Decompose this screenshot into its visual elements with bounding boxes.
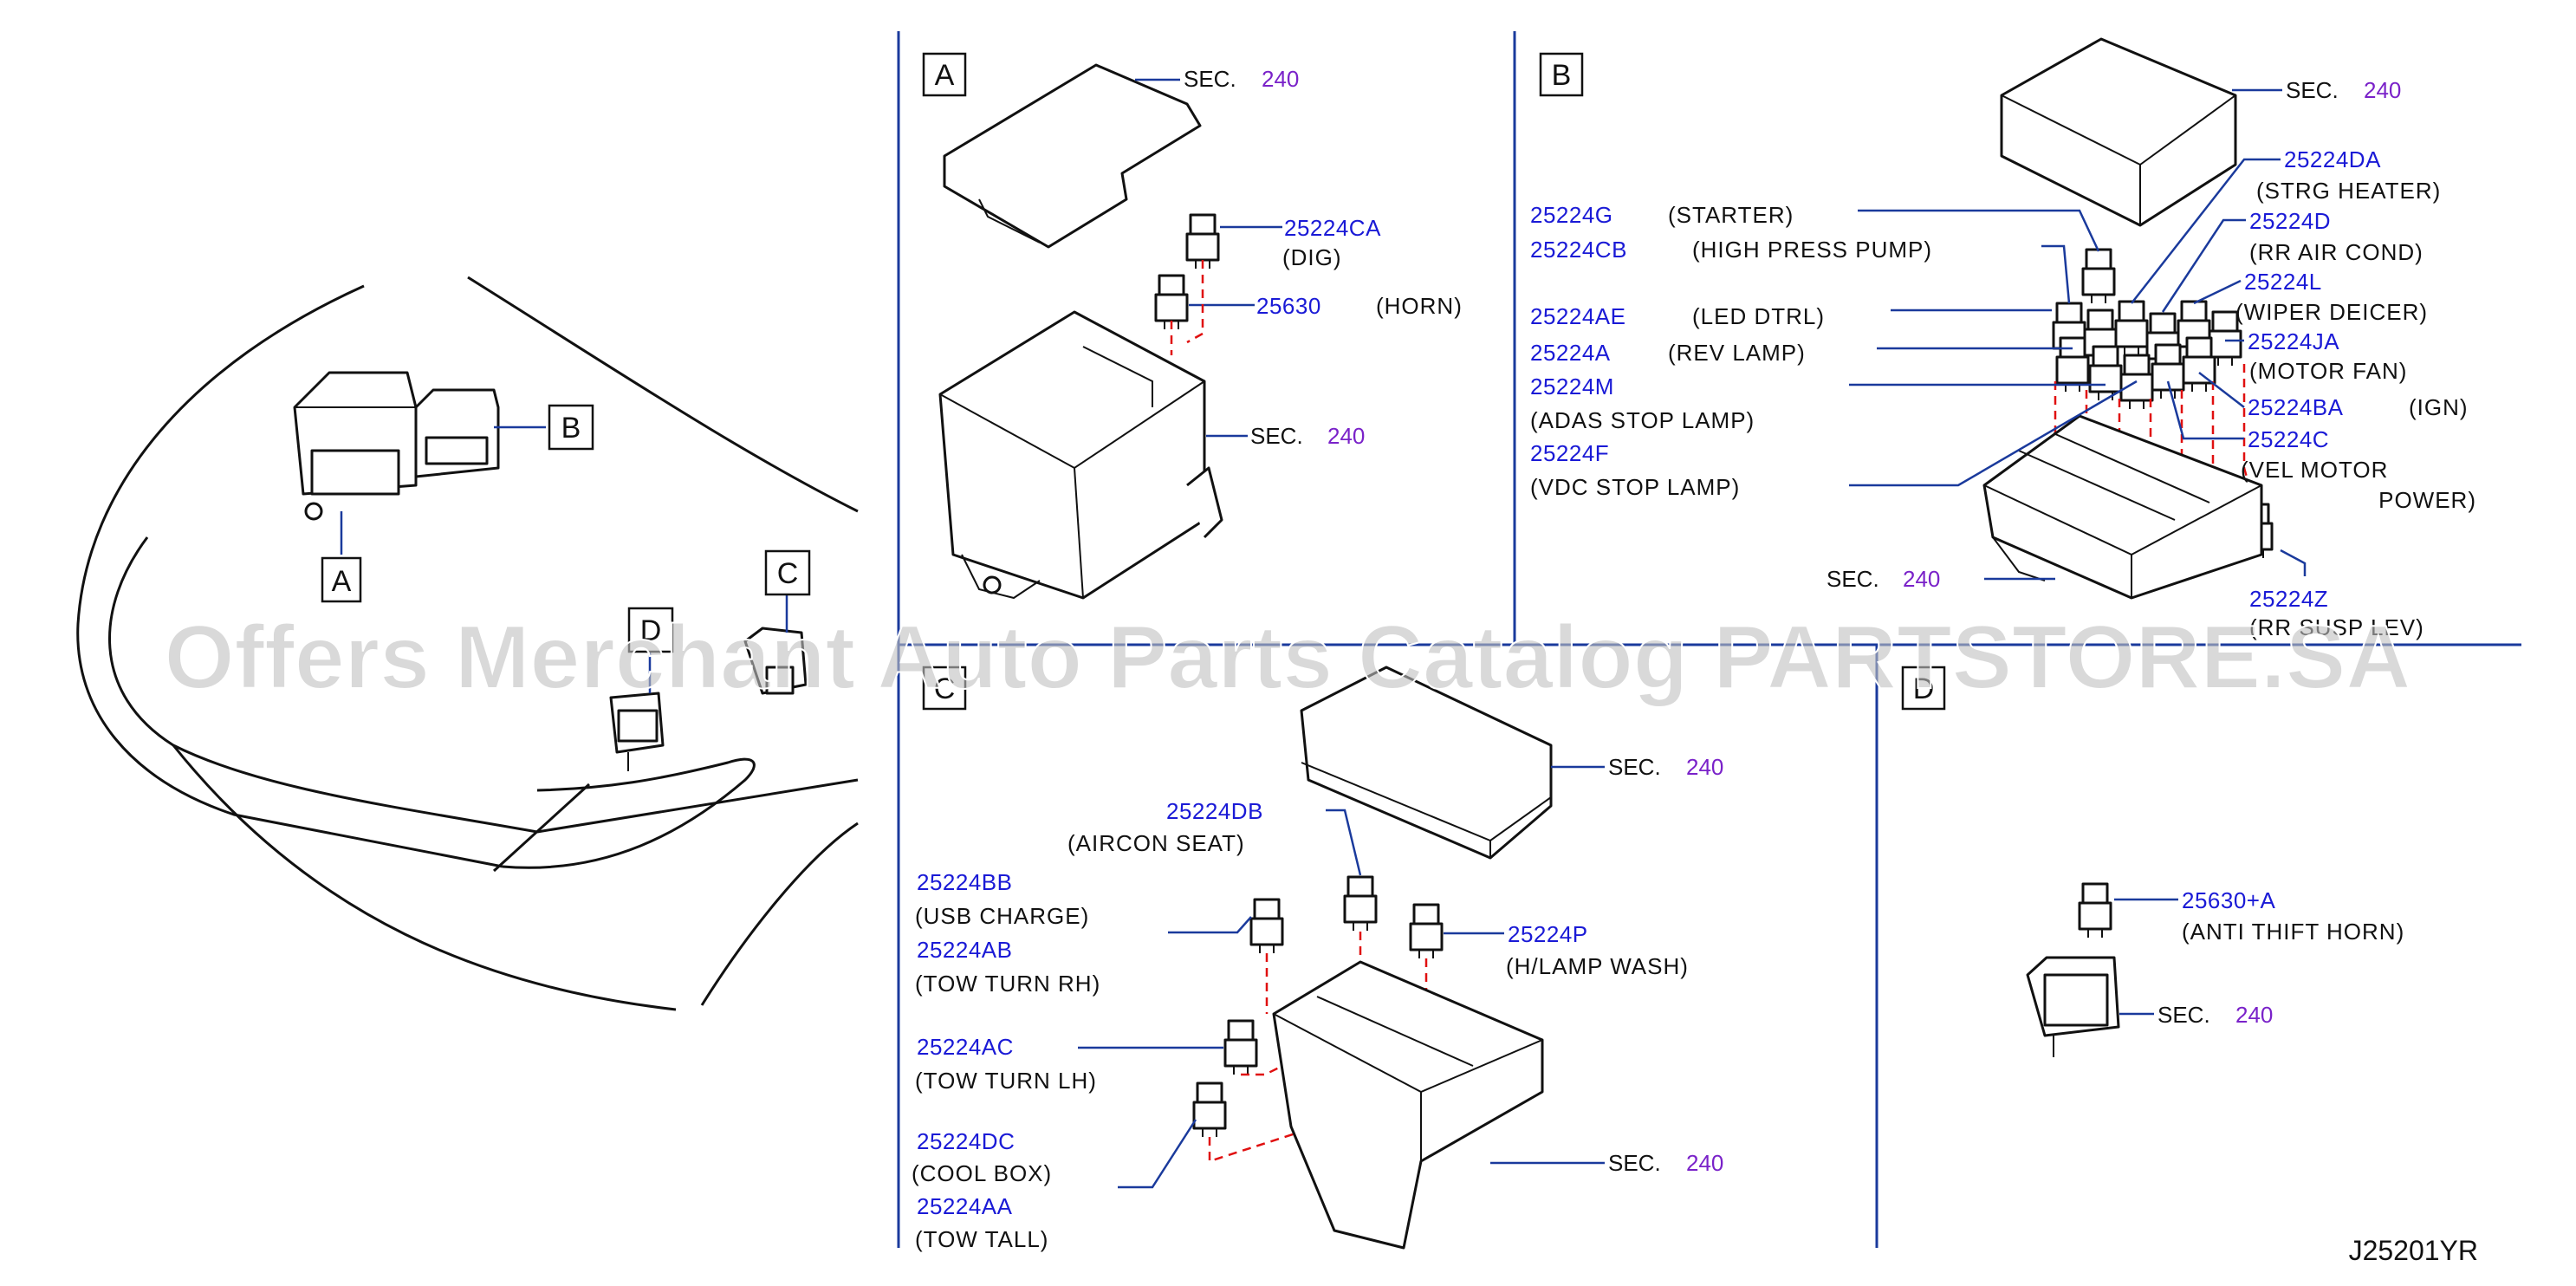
- part-desc-25224c-line2: POWER): [2378, 487, 2476, 513]
- part-desc-25224c: (VEL MOTOR: [2241, 457, 2388, 483]
- vehicle-overview: A B C D: [76, 276, 859, 1011]
- part-number-25224db: 25224DB: [1166, 798, 1263, 824]
- panel-a-fuse-box-base: [938, 310, 1223, 600]
- panel-d-relay-bracket: [2026, 956, 2120, 1057]
- part-desc-25224da: (STRG HEATER): [2256, 178, 2441, 204]
- part-number-25224c: 25224C: [2248, 426, 2329, 452]
- panel-b-cover: [2000, 37, 2237, 227]
- part-number-25224ab: 25224AB: [917, 937, 1012, 963]
- panel-a-base-sec: SEC.: [1250, 423, 1303, 449]
- overview-callout-d: D: [627, 607, 674, 653]
- part-desc-25224cb: (HIGH PRESS PUMP): [1692, 237, 1932, 263]
- part-number-25224bb: 25224BB: [917, 869, 1012, 895]
- part-number-25224p: 25224P: [1508, 921, 1588, 947]
- part-number-25224ae: 25224AE: [1530, 303, 1625, 329]
- part-number-25224ca: 25224CA: [1284, 215, 1381, 241]
- part-number-25224z: 25224Z: [2249, 586, 2328, 612]
- overview-fuse-box-c: [743, 627, 808, 695]
- part-number-25224m: 25224M: [1530, 373, 1614, 399]
- panel-a-cover-sec-number: 240: [1262, 66, 1299, 92]
- overview-callout-b: B: [548, 404, 594, 451]
- panel-c-fuse-box-base: [1272, 960, 1544, 1250]
- panel-dividers: [897, 31, 2521, 1248]
- panel-b: B SEC. 240: [1530, 37, 2476, 640]
- part-desc-25224bb: (USB CHARGE): [915, 903, 1089, 929]
- part-desc-25630-a: (ANTI THIFT HORN): [2182, 919, 2404, 945]
- part-number-25224aa: 25224AA: [917, 1193, 1013, 1219]
- panel-b-fuse-box-base: [1982, 414, 2263, 600]
- part-desc-25224aa: (TOW TALL): [915, 1226, 1048, 1252]
- part-number-25224cb: 25224CB: [1530, 237, 1627, 263]
- overview-callout-a: A: [321, 556, 362, 603]
- diagram-code: J25201YR: [2349, 1235, 2478, 1266]
- part-number-25224dc: 25224DC: [917, 1128, 1015, 1154]
- part-number-25224f: 25224F: [1530, 440, 1609, 466]
- svg-text:B: B: [561, 412, 581, 445]
- panel-a-cover: [943, 63, 1202, 249]
- panel-a-cover-sec: SEC.: [1184, 66, 1236, 92]
- part-desc-25224ca: (DIG): [1282, 244, 1342, 270]
- panel-c-letter: C: [934, 672, 956, 705]
- watermark-text: Offers Merchant Auto Parts Catalog PARTS…: [165, 607, 2411, 708]
- panel-c-base-sec-number: 240: [1686, 1150, 1723, 1176]
- panel-c: C SEC. 240 SEC. 2: [912, 666, 1723, 1252]
- panel-c-cover-sec: SEC.: [1608, 754, 1661, 780]
- part-number-25224da: 25224DA: [2284, 146, 2381, 172]
- part-desc-25224d: (RR AIR COND): [2249, 239, 2424, 265]
- part-desc-25224ja: (MOTOR FAN): [2249, 358, 2407, 384]
- panel-b-base-sec-number: 240: [1903, 566, 1940, 592]
- panel-a: A SEC. 240 25224CA (DIG) 25630 (HORN): [922, 52, 1463, 600]
- part-desc-25224g: (STARTER): [1668, 202, 1794, 228]
- part-desc-25224a: (REV LAMP): [1668, 340, 1806, 366]
- part-desc-25224l: (WIPER DEICER): [2235, 299, 2428, 325]
- part-number-25224a: 25224A: [1530, 340, 1611, 366]
- part-desc-25224z: (RR SUSP LEV): [2249, 614, 2424, 640]
- relay-25630-a: [2078, 882, 2112, 939]
- part-number-25224ja: 25224JA: [2248, 328, 2339, 354]
- part-desc-25224ae: (LED DTRL): [1692, 303, 1825, 329]
- overview-fuse-box-d: [609, 692, 665, 771]
- overview-fuse-box-a: [293, 371, 418, 521]
- part-desc-25224f: (VDC STOP LAMP): [1530, 474, 1740, 500]
- panel-a-base-sec-number: 240: [1327, 423, 1365, 449]
- overview-fuse-box-b: [414, 388, 500, 478]
- panel-c-cover-sec-number: 240: [1686, 754, 1723, 780]
- svg-text:C: C: [777, 557, 799, 590]
- panel-b-cover-sec-number: 240: [2364, 77, 2401, 103]
- part-number-25630: 25630: [1256, 293, 1321, 319]
- panel-b-cover-sec: SEC.: [2286, 77, 2339, 103]
- part-number-25224l: 25224L: [2244, 269, 2322, 295]
- part-desc-25224ac: (TOW TURN LH): [915, 1068, 1097, 1094]
- panel-d: D 25630+A (ANTI THIFT HORN) SEC. 240: [1901, 666, 2404, 1057]
- panel-b-letter: B: [1552, 59, 1572, 92]
- part-number-25630-a: 25630+A: [2182, 887, 2275, 913]
- part-desc-25224dc: (COOL BOX): [912, 1160, 1052, 1186]
- part-desc-25224ba: (IGN): [2409, 394, 2469, 420]
- part-desc-25224p: (H/LAMP WASH): [1506, 953, 1689, 979]
- panel-c-cover: [1300, 666, 1553, 860]
- panel-d-sec: SEC.: [2157, 1002, 2210, 1028]
- part-desc-25630: (HORN): [1376, 293, 1463, 319]
- part-desc-25224db: (AIRCON SEAT): [1067, 830, 1245, 856]
- overview-callout-c: C: [764, 549, 811, 596]
- part-number-25224d: 25224D: [2249, 208, 2331, 234]
- panel-c-base-sec: SEC.: [1608, 1150, 1661, 1176]
- part-number-25224ba: 25224BA: [2248, 394, 2344, 420]
- part-number-25224ac: 25224AC: [917, 1034, 1014, 1060]
- panel-d-sec-number: 240: [2235, 1002, 2273, 1028]
- panel-b-base-sec: SEC.: [1827, 566, 1879, 592]
- panel-a-letter: A: [935, 59, 955, 92]
- panel-d-letter: D: [1913, 672, 1935, 705]
- part-desc-25224m: (ADAS STOP LAMP): [1530, 407, 1755, 433]
- svg-text:A: A: [332, 565, 352, 598]
- svg-text:D: D: [640, 614, 662, 647]
- part-number-25224g: 25224G: [1530, 202, 1613, 228]
- part-desc-25224ab: (TOW TURN RH): [915, 971, 1100, 997]
